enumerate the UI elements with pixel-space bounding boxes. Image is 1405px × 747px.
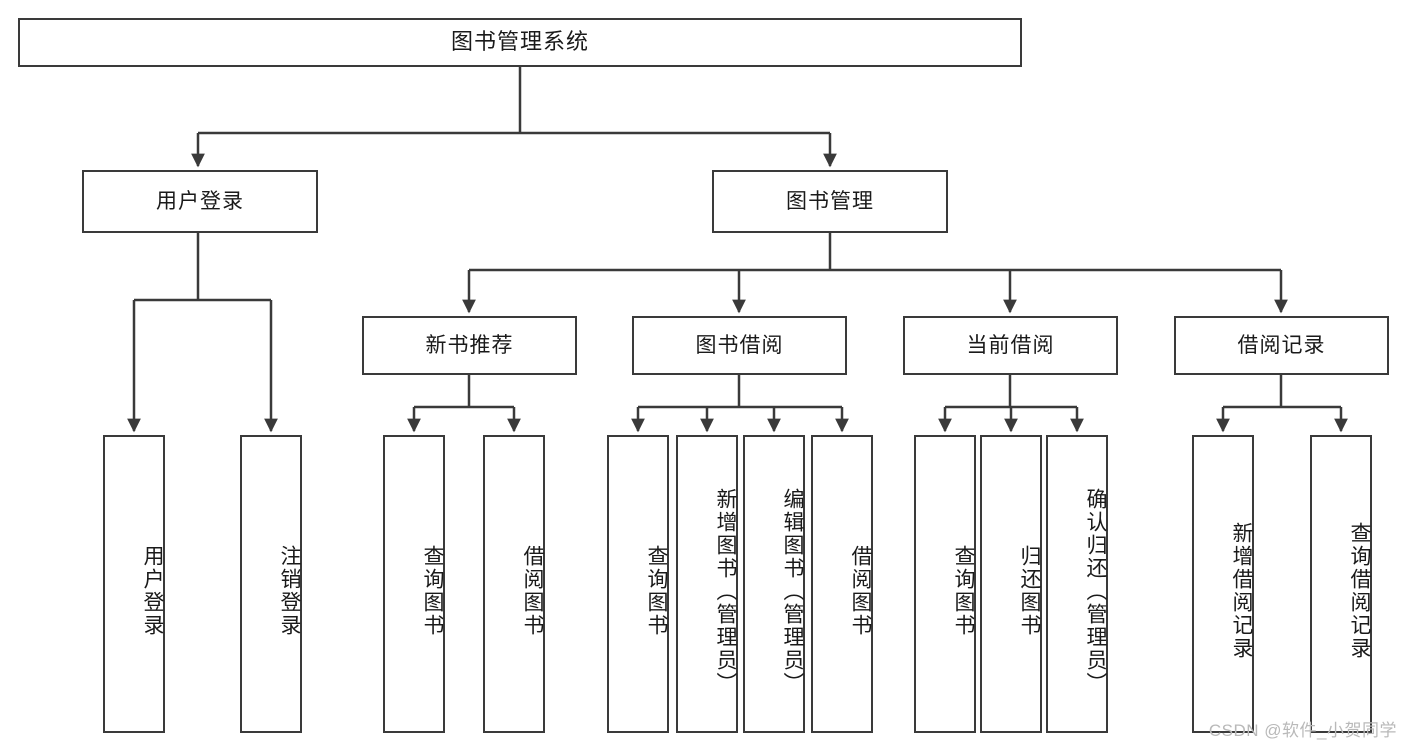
node-new-book-recommend[interactable]: 新书推荐 xyxy=(362,316,577,375)
node-leaf-edit-book-label: 编辑图书（管理员） xyxy=(781,487,804,695)
node-leaf-borrow-book-2-label: 借阅图书 xyxy=(849,545,872,637)
node-leaf-logout-login-label: 注销登录 xyxy=(278,545,301,637)
node-leaf-add-record-label: 新增借阅记录 xyxy=(1230,522,1253,660)
node-leaf-query-book-2-label: 查询图书 xyxy=(645,545,668,637)
node-leaf-borrow-book-1-label: 借阅图书 xyxy=(521,545,544,637)
node-leaf-confirm-return[interactable]: 确认归还（管理员） xyxy=(1046,435,1108,733)
node-leaf-query-book-1-label: 查询图书 xyxy=(421,545,444,637)
node-leaf-query-book-3-label: 查询图书 xyxy=(952,545,975,637)
node-leaf-user-login-label: 用户登录 xyxy=(141,545,164,637)
node-user-login-label: 用户登录 xyxy=(156,189,244,213)
node-leaf-confirm-return-label: 确认归还（管理员） xyxy=(1084,487,1107,695)
node-borrow-record[interactable]: 借阅记录 xyxy=(1174,316,1389,375)
node-leaf-add-record[interactable]: 新增借阅记录 xyxy=(1192,435,1254,733)
node-leaf-query-record-label: 查询借阅记录 xyxy=(1348,522,1371,660)
node-leaf-query-book-2[interactable]: 查询图书 xyxy=(607,435,669,733)
node-borrow-record-label: 借阅记录 xyxy=(1237,333,1326,357)
node-leaf-edit-book[interactable]: 编辑图书（管理员） xyxy=(743,435,805,733)
node-new-book-recommend-label: 新书推荐 xyxy=(425,333,514,357)
node-leaf-logout-login[interactable]: 注销登录 xyxy=(240,435,302,733)
node-book-borrow-label: 图书借阅 xyxy=(695,333,784,357)
node-leaf-add-book[interactable]: 新增图书（管理员） xyxy=(676,435,738,733)
node-leaf-return-book[interactable]: 归还图书 xyxy=(980,435,1042,733)
node-leaf-query-record[interactable]: 查询借阅记录 xyxy=(1310,435,1372,733)
node-leaf-return-book-label: 归还图书 xyxy=(1018,545,1041,637)
node-root[interactable]: 图书管理系统 xyxy=(18,18,1022,67)
node-current-borrow[interactable]: 当前借阅 xyxy=(903,316,1118,375)
csdn-watermark: CSDN @软件_小贺同学 xyxy=(1208,721,1397,740)
node-leaf-user-login[interactable]: 用户登录 xyxy=(103,435,165,733)
node-leaf-borrow-book-2[interactable]: 借阅图书 xyxy=(811,435,873,733)
node-current-borrow-label: 当前借阅 xyxy=(966,333,1055,357)
node-root-label: 图书管理系统 xyxy=(450,29,589,55)
node-book-manage[interactable]: 图书管理 xyxy=(712,170,948,233)
node-leaf-add-book-label: 新增图书（管理员） xyxy=(714,487,737,695)
node-book-borrow[interactable]: 图书借阅 xyxy=(632,316,847,375)
node-leaf-borrow-book-1[interactable]: 借阅图书 xyxy=(483,435,545,733)
node-leaf-query-book-1[interactable]: 查询图书 xyxy=(383,435,445,733)
node-book-manage-label: 图书管理 xyxy=(786,189,874,213)
node-user-login[interactable]: 用户登录 xyxy=(82,170,318,233)
node-leaf-query-book-3[interactable]: 查询图书 xyxy=(914,435,976,733)
